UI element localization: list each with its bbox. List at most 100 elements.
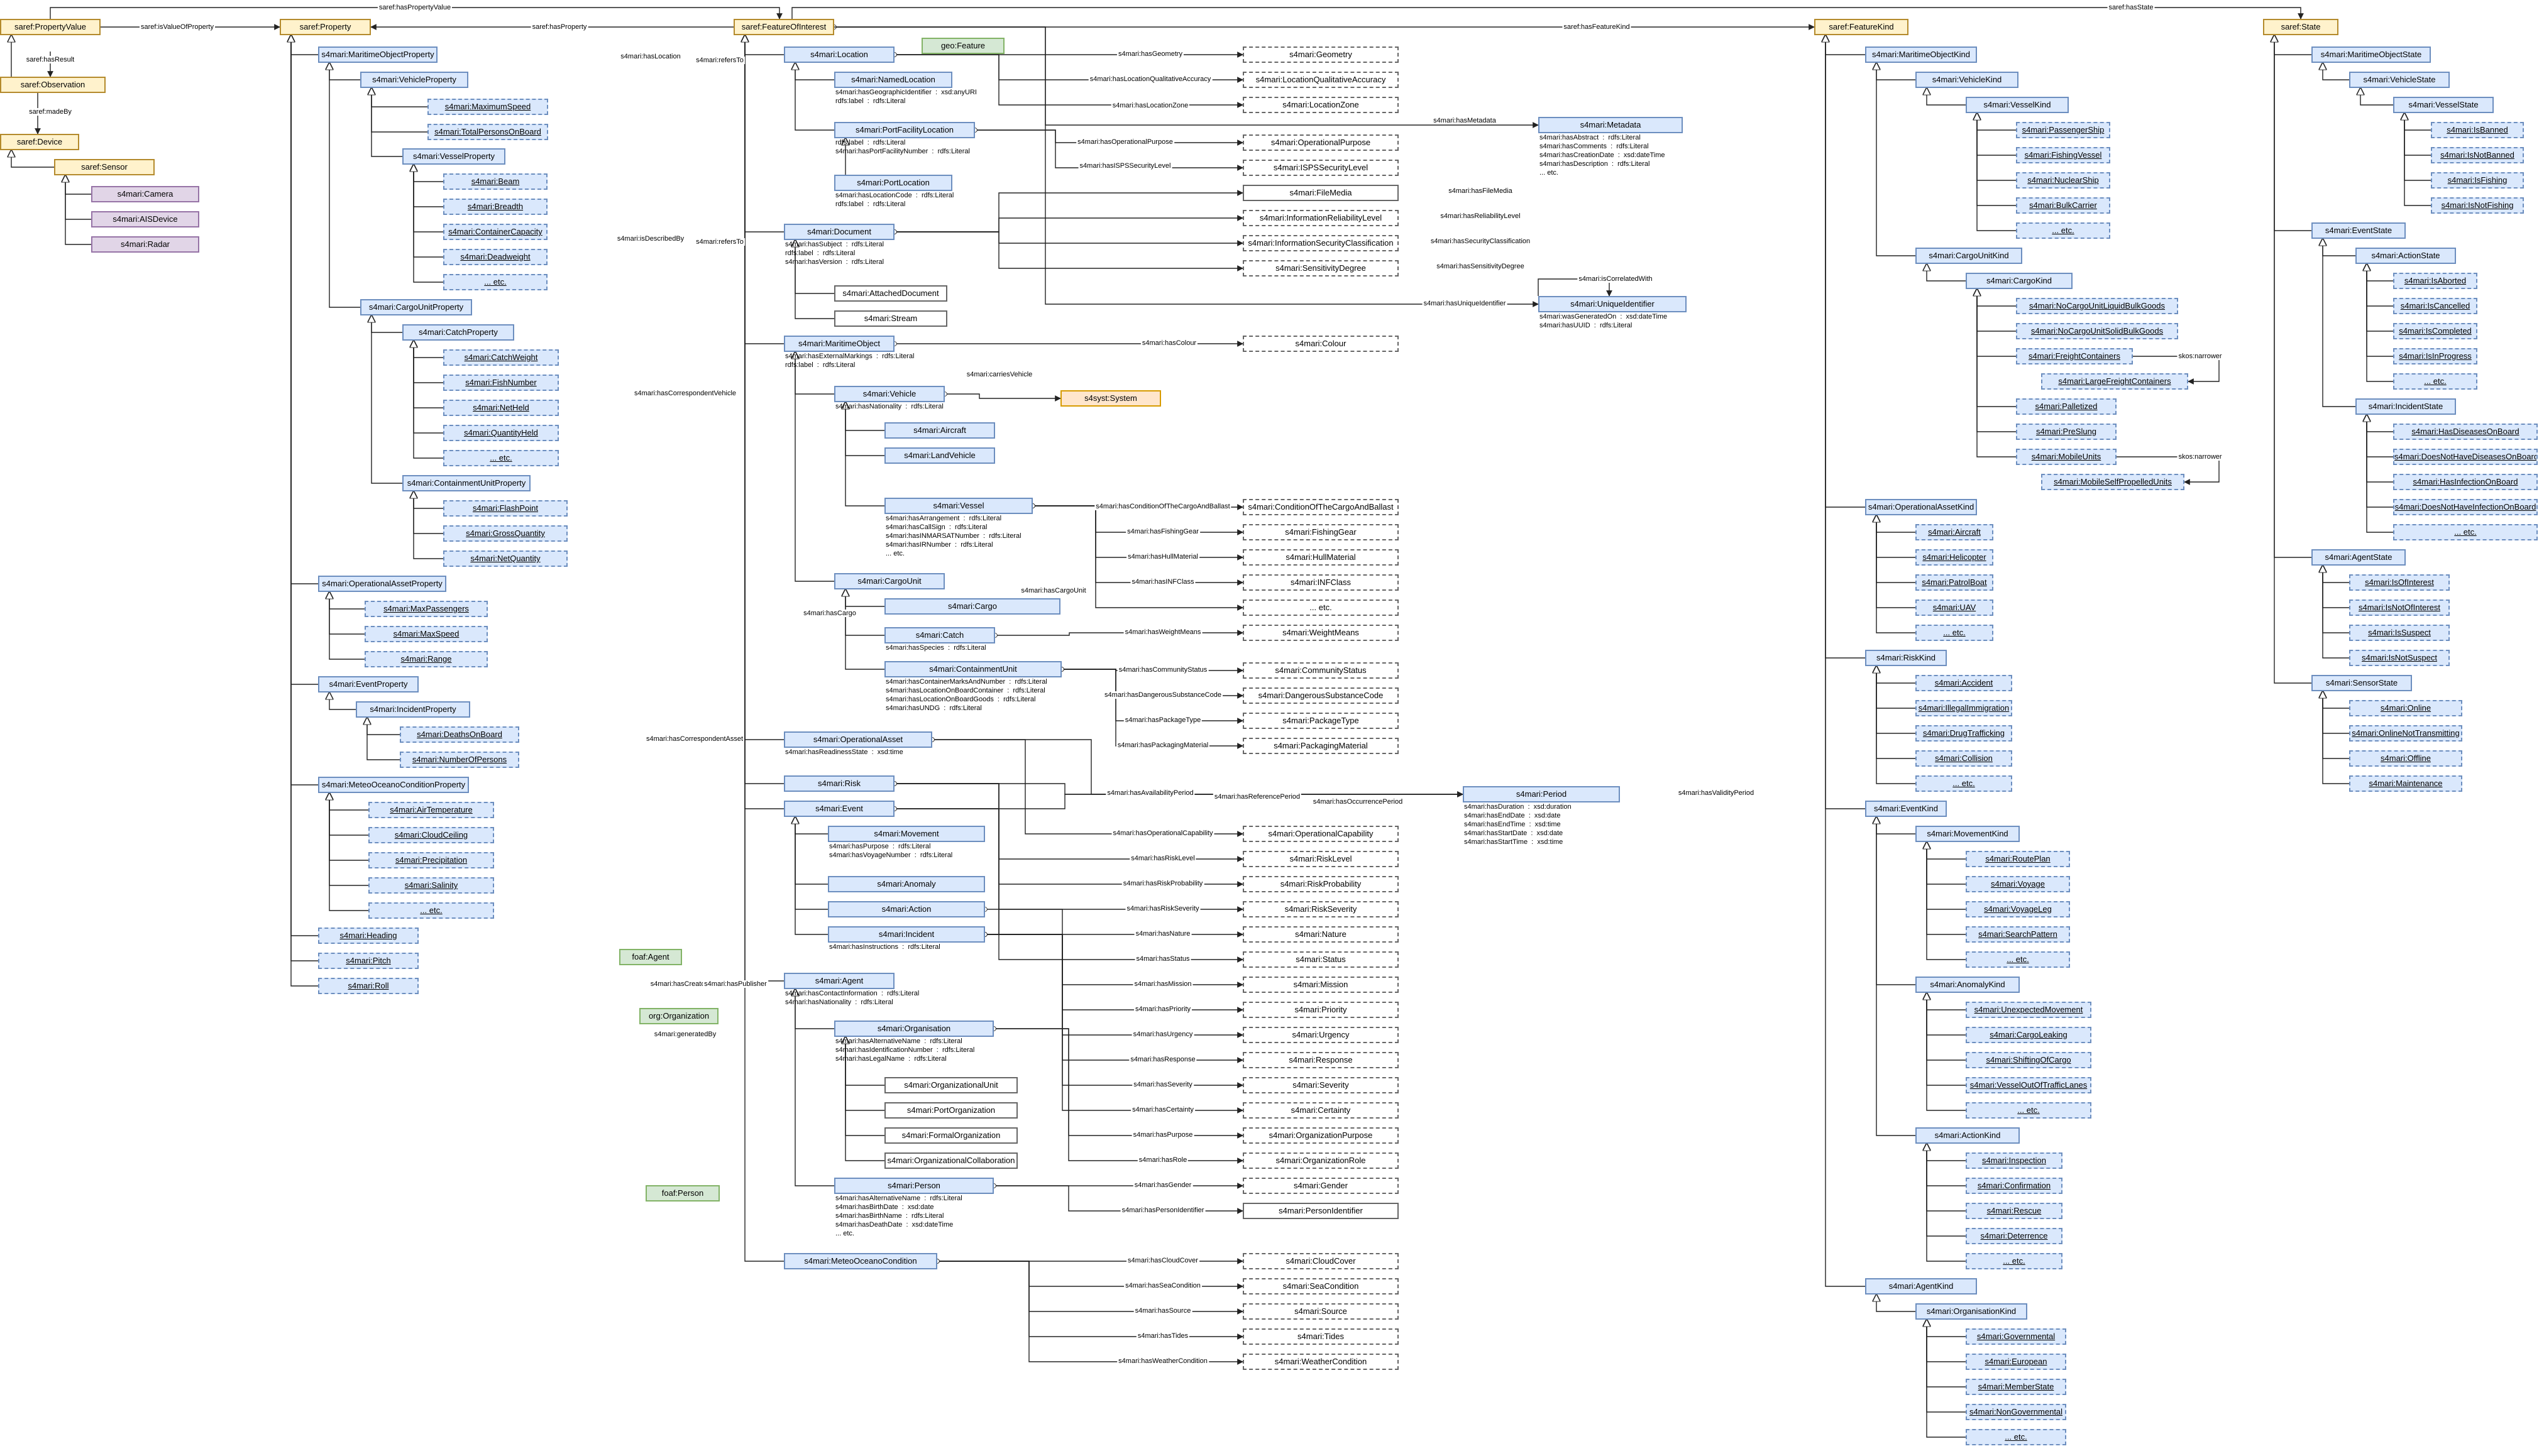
edge-label: s4mari:hasColour (1140, 339, 1198, 347)
node-label: s4mari:OperationalAssetProperty (322, 579, 443, 588)
node-member-state: s4mari:MemberState (1966, 1379, 2066, 1395)
node-cont-cap: s4mari:ContainerCapacity (443, 224, 548, 240)
node-cargo-unit-kind: s4mari:CargoUnitKind (1915, 248, 2022, 264)
node-attributes: s4mari:hasExternalMarkings : rdfs:Litera… (785, 353, 915, 369)
node-aircraft-i: s4mari:Aircraft (1915, 524, 1993, 540)
subclass-edge (414, 165, 443, 283)
node-sensor: saref:Sensor (54, 159, 155, 175)
node-label: s4mari:Urgency (1292, 1030, 1350, 1039)
node-label: ... etc. (2424, 376, 2447, 386)
node-label: s4mari:VesselKind (1983, 100, 2051, 109)
node-label: ... etc. (490, 453, 512, 463)
subclass-edge (795, 352, 834, 582)
node-online-not-tx: s4mari:OnlineNotTransmitting (2349, 725, 2462, 742)
node-s4syst: s4syst:System (1060, 390, 1161, 407)
subclass-edge (1927, 993, 1966, 1111)
node-label: saref:State (2281, 22, 2321, 31)
subclass-edge (2323, 63, 2349, 80)
edge-label: skos:narrower (2177, 453, 2223, 461)
node-prop-val: saref:PropertyValue (0, 19, 101, 35)
edge-label: s4mari:hasPublisher (703, 980, 768, 988)
node-attributes: s4mari:hasDuration : xsd:duration s4mari… (1464, 803, 1572, 846)
node-label: s4mari:Heading (339, 931, 397, 940)
node-pitch: s4mari:Pitch (318, 953, 419, 969)
node-mobile-units: s4mari:MobileUnits (2016, 449, 2117, 465)
node-offline: s4mari:Offline (2349, 750, 2462, 767)
edge-label: s4mari:hasCargo (802, 610, 857, 617)
node-label: s4mari:Radar (120, 239, 170, 249)
node-route-plan: s4mari:RoutePlan (1966, 851, 2070, 867)
node-label: s4mari:DoesNotHaveDiseasesOnBoard (2394, 452, 2536, 461)
node-label: s4mari:UnexpectedMovement (1974, 1005, 2083, 1014)
node-deaths: s4mari:DeathsOnBoard (400, 726, 519, 743)
node-label: s4mari:Governmental (1976, 1332, 2056, 1341)
node-label: s4mari:Response (1289, 1055, 1353, 1065)
node-label: s4mari:Salinity (404, 880, 458, 890)
node-nature: s4mari:Nature (1243, 926, 1399, 943)
subclass-edge (1876, 63, 1915, 256)
node-label: s4mari:IsCompleted (2399, 326, 2472, 336)
node-label: saref:Device (16, 137, 63, 146)
node-cargo-unit: s4mari:CargoUnit (834, 573, 945, 589)
node-anomaly: s4mari:Anomaly (828, 876, 985, 892)
node-label: ... etc. (484, 277, 507, 287)
node-attributes: s4mari:hasArrangement : rdfs:Literal s4m… (886, 515, 1021, 557)
node-device: saref:Device (0, 134, 79, 150)
subclass-edge (1876, 515, 1915, 633)
node-packaging-mat: s4mari:PackagingMaterial (1243, 738, 1399, 754)
node-label: s4mari:LocationQualitativeAccuracy (1255, 75, 1386, 84)
edge-label: s4mari:hasGender (1133, 1181, 1193, 1189)
edge-label: saref:isValueOfProperty (140, 23, 215, 31)
node-label: s4mari:AISDevice (113, 214, 178, 224)
subclass-edge (1876, 1295, 1915, 1312)
edge-label: s4mari:hasCreator (649, 980, 709, 988)
node-label: s4mari:Pitch (346, 956, 391, 965)
node-label: foaf:Person (661, 1188, 704, 1198)
node-org-purpose: s4mari:OrganizationPurpose (1243, 1127, 1399, 1144)
node-label: org:Organization (648, 1011, 710, 1021)
node-non-gov: s4mari:NonGovernmental (1966, 1404, 2066, 1420)
node-label: s4mari:DrugTrafficking (1922, 728, 2005, 738)
node-label: s4mari:NetQuantity (470, 554, 541, 563)
node-net-qty: s4mari:NetQuantity (443, 550, 568, 567)
subclass-edge (1927, 1144, 1966, 1262)
node-op-asset-kind: s4mari:OperationalAssetKind (1865, 499, 1977, 515)
node-certainty: s4mari:Certainty (1243, 1102, 1399, 1119)
node-governmental: s4mari:Governmental (1966, 1328, 2066, 1345)
subclass-edge (367, 718, 400, 760)
node-foaf-agent: foaf:Agent (619, 949, 682, 965)
node-label: s4mari:CloudCover (1286, 1256, 1356, 1266)
node-label: s4mari:Gender (1294, 1181, 1348, 1190)
node-label: s4mari:SearchPattern (1978, 929, 2057, 939)
node-stream: s4mari:Stream (834, 310, 947, 327)
edge-label: s4mari:hasUrgency (1132, 1031, 1194, 1038)
node-label: s4mari:IsNotOfInterest (2358, 603, 2441, 612)
node-attributes: s4mari:wasGeneratedOn : xsd:dateTime s4m… (1539, 313, 1668, 329)
node-action-kind: s4mari:ActionKind (1915, 1127, 2020, 1144)
edge-label: s4mari:hasSensitivityDegree (1435, 263, 1526, 270)
node-source: s4mari:Source (1243, 1303, 1399, 1320)
node-ves-etc: ... etc. (443, 274, 548, 290)
node-label: s4mari:EventState (2325, 226, 2393, 235)
node-label: s4mari:Camera (117, 189, 173, 199)
node-info-sec-class: s4mari:InformationSecurityClassification (1243, 235, 1399, 251)
node-label: s4mari:LargeFreightContainers (2058, 376, 2171, 386)
node-label: s4mari:NoCargoUnitLiquidBulkGoods (2029, 301, 2166, 310)
node-label: s4mari:Status (1296, 955, 1346, 964)
node-voyage-leg: s4mari:VoyageLeg (1966, 901, 2070, 917)
subclass-edge (2404, 113, 2431, 206)
node-label: s4mari:Vessel (933, 501, 984, 510)
node-foi: saref:FeatureOfInterest (734, 19, 834, 35)
node-european: s4mari:European (1966, 1354, 2066, 1370)
node-label: s4mari:MobileSelfPropelledUnits (2054, 477, 2172, 486)
node-veh-state: s4mari:VehicleState (2349, 72, 2450, 88)
node-meteo-prop: s4mari:MeteoOceanoConditionProperty (318, 777, 469, 793)
node-label: s4mari:UniqueIdentifier (1570, 299, 1655, 309)
node-event-state: s4mari:EventState (2311, 222, 2406, 239)
node-label: s4mari:FreightContainers (2029, 351, 2120, 361)
node-label: s4mari:OperationalAssetKind (1868, 502, 1974, 512)
node-label: s4mari:MeteoOceanoConditionProperty (321, 780, 466, 789)
node-flash-point: s4mari:FlashPoint (443, 500, 568, 517)
